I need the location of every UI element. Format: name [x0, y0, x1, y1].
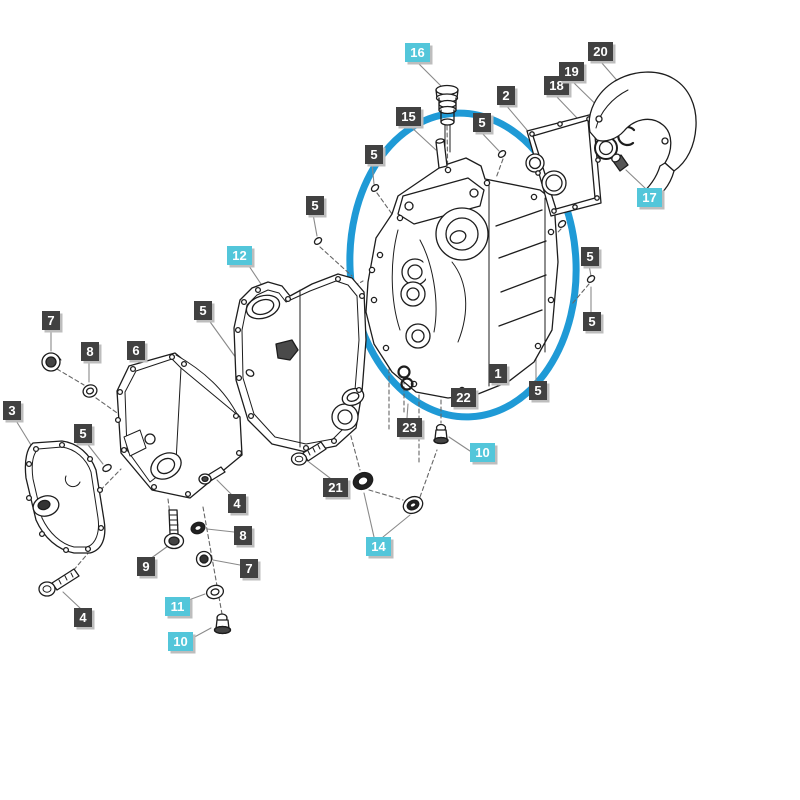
part-label-4[interactable]: 4	[228, 494, 246, 513]
part-label-3[interactable]: 3	[3, 401, 21, 420]
part-label-5[interactable]: 5	[581, 247, 599, 266]
gasket-part	[525, 113, 602, 217]
part-label-10[interactable]: 10	[168, 632, 193, 651]
part-label-9[interactable]: 9	[137, 557, 155, 576]
washer-part-11	[205, 584, 225, 600]
part-label-10[interactable]: 10	[470, 443, 495, 462]
part-label-5[interactable]: 5	[473, 113, 491, 132]
part-label-2[interactable]: 2	[497, 86, 515, 105]
front-housing-part	[114, 352, 243, 499]
part-label-14[interactable]: 14	[366, 537, 391, 556]
part-label-1[interactable]: 1	[489, 364, 507, 383]
part-label-7[interactable]: 7	[42, 311, 60, 330]
part-label-12[interactable]: 12	[227, 246, 252, 265]
side-cover-part	[24, 440, 106, 554]
bolt-part-4-bottom-left	[38, 568, 80, 597]
part-label-17[interactable]: 17	[637, 188, 662, 207]
part-label-5[interactable]: 5	[194, 301, 212, 320]
plug-part-7-bottom	[195, 550, 213, 568]
bolt-part-21	[290, 441, 327, 466]
washer-part-8-bottom	[190, 521, 206, 535]
washer-part-8-top	[82, 384, 98, 398]
part-label-8[interactable]: 8	[81, 342, 99, 361]
part-label-20[interactable]: 20	[588, 42, 613, 61]
breather-plug-part	[435, 84, 459, 153]
seal-part-14-left	[352, 471, 374, 491]
part-label-21[interactable]: 21	[323, 478, 348, 497]
part-label-4[interactable]: 4	[74, 608, 92, 627]
part-label-5[interactable]: 5	[365, 145, 383, 164]
part-label-15[interactable]: 15	[396, 107, 421, 126]
part-label-16[interactable]: 16	[405, 43, 430, 62]
plug-part-7-top	[41, 352, 62, 372]
highlight-ellipse	[346, 109, 580, 421]
o-rings-part-22	[397, 365, 414, 391]
bolt-part-10-right	[433, 423, 449, 445]
part-label-5[interactable]: 5	[529, 381, 547, 400]
small-bolt-17	[611, 153, 629, 172]
part-label-8[interactable]: 8	[234, 526, 252, 545]
seal-part-14-right	[402, 495, 424, 515]
part-label-5[interactable]: 5	[583, 312, 601, 331]
bolt-part-4-right	[198, 466, 226, 485]
part-label-6[interactable]: 6	[127, 341, 145, 360]
bolt-part-9	[163, 509, 185, 550]
part-label-7[interactable]: 7	[240, 559, 258, 578]
plug-part-10-bottom	[213, 613, 232, 635]
part-label-11[interactable]: 11	[165, 597, 190, 616]
rear-plate-part	[233, 273, 367, 453]
part-label-5[interactable]: 5	[306, 196, 324, 215]
part-label-22[interactable]: 22	[451, 388, 476, 407]
pin-part-15	[435, 138, 448, 169]
part-label-19[interactable]: 19	[559, 62, 584, 81]
part-label-5[interactable]: 5	[74, 424, 92, 443]
part-label-23[interactable]: 23	[397, 418, 422, 437]
